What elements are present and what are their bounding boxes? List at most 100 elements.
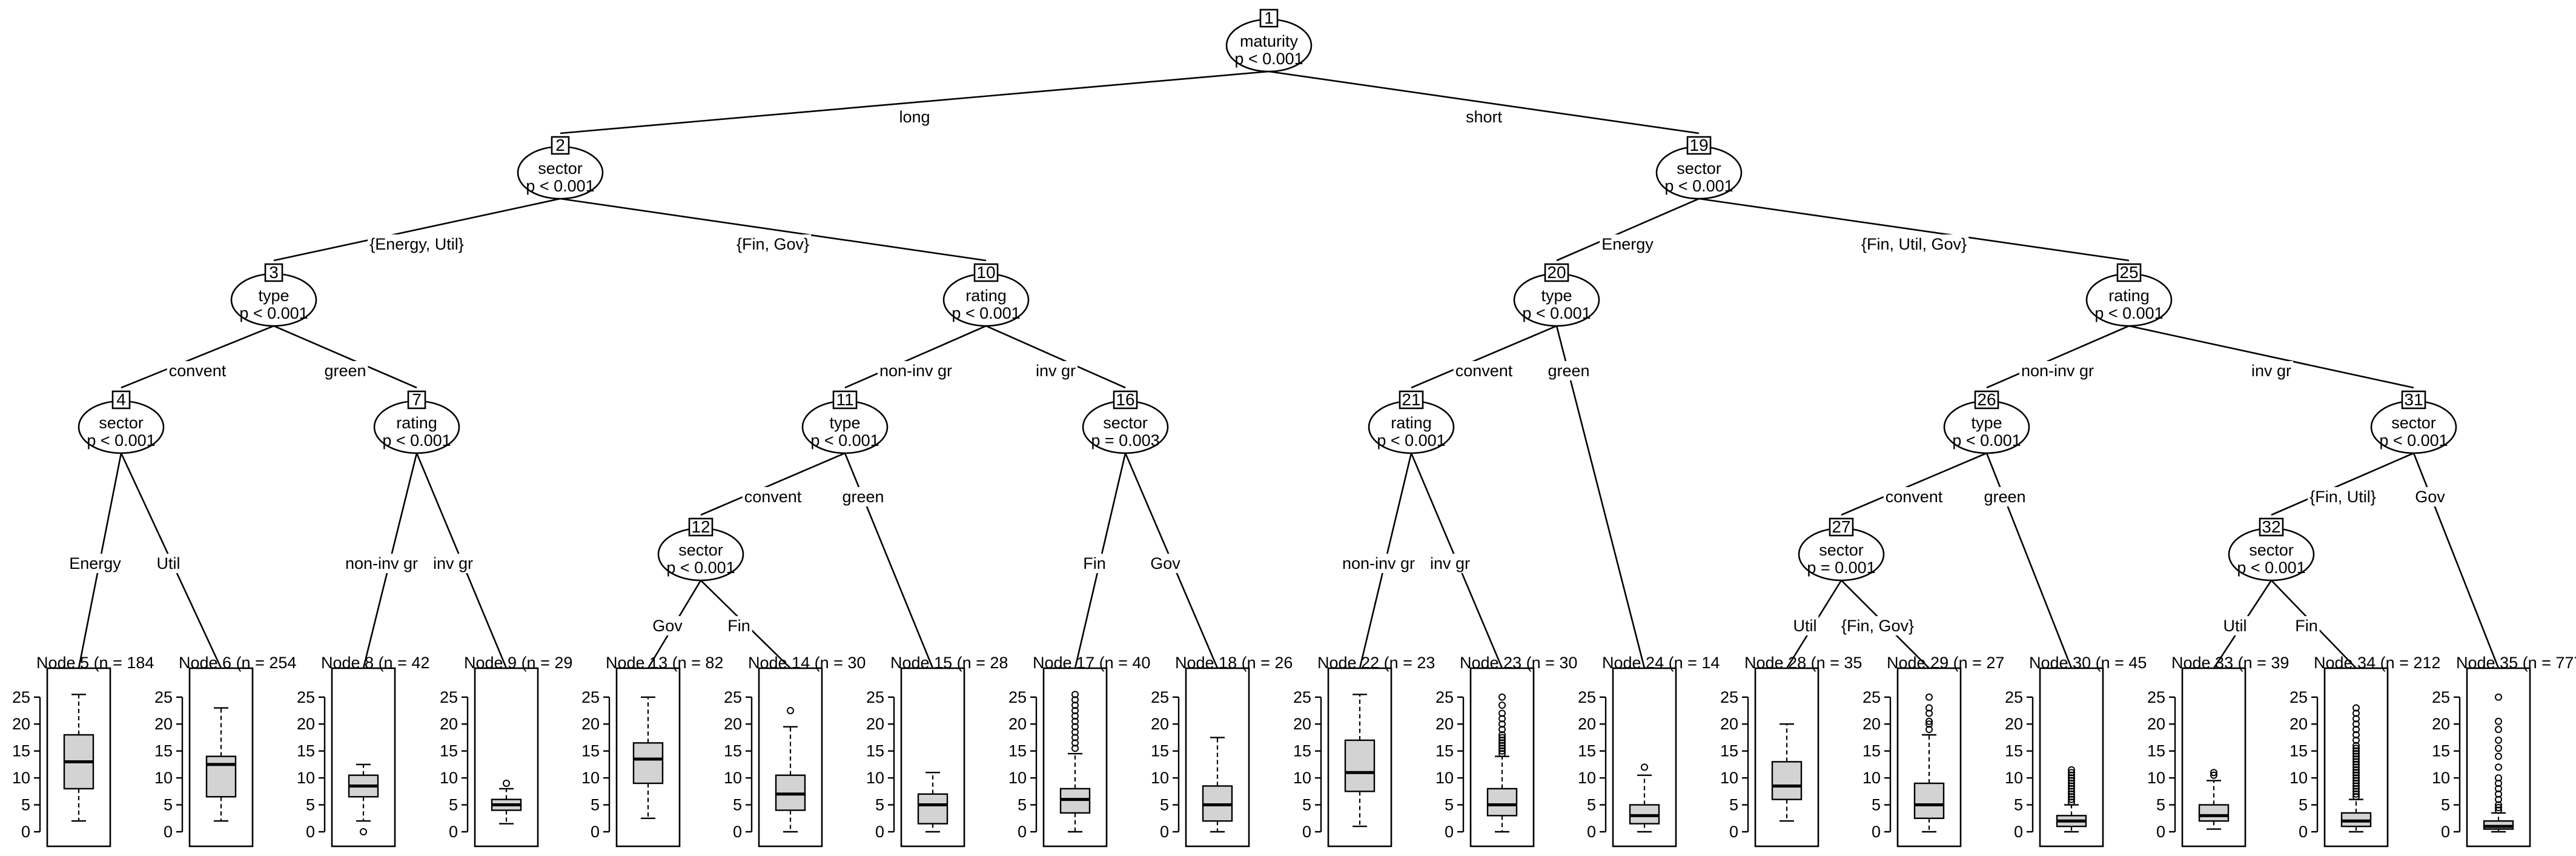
iqr-box: [1344, 739, 1376, 792]
y-tick-label: 20: [724, 715, 742, 733]
y-tick-label: 20: [866, 715, 884, 733]
outlier-point: [1925, 704, 1933, 712]
outlier-point: [2068, 788, 2075, 795]
boxplot-panel: [2181, 667, 2247, 848]
outlier-point: [2495, 745, 2502, 752]
edge-label-bg: [154, 554, 182, 573]
edge-label-bg: [1081, 554, 1108, 573]
node-p-value: p < 0.001: [1377, 431, 1445, 450]
node-id-box: [1686, 136, 1712, 155]
node-id: 1: [1264, 8, 1274, 27]
y-tick-label: 5: [1160, 796, 1169, 814]
y-tick-label: 10: [2005, 769, 2023, 787]
outlier-point: [1498, 745, 1506, 752]
outlier-point: [1071, 723, 1079, 731]
y-tick-label: 5: [306, 796, 315, 814]
node-id-box: [1113, 390, 1138, 410]
terminal-node-title: Node 29 (n = 27: [1887, 654, 2004, 672]
outlier-point: [1071, 712, 1079, 720]
boxplot-panel: [1327, 667, 1392, 848]
outlier-point: [2353, 790, 2360, 798]
y-tick-label: 0: [2014, 823, 2023, 841]
outlier-point: [1498, 742, 1506, 749]
edge-label-bg: [2413, 487, 2448, 506]
node-variable: sector: [538, 159, 583, 178]
y-tick-label: 15: [1435, 742, 1454, 760]
outlier-point: [2495, 752, 2502, 760]
y-tick-label: 15: [2147, 742, 2165, 760]
edge-label-21-23: inv gr: [1430, 554, 1470, 572]
y-tick-label: 0: [733, 823, 742, 841]
y-tick-label: 25: [1293, 688, 1311, 706]
boxplot-panel: [2466, 667, 2531, 848]
node-p-value: p < 0.001: [810, 431, 879, 450]
outlier-point: [1071, 691, 1079, 698]
node-p-value: p < 0.001: [2237, 559, 2305, 577]
iqr-box: [1771, 761, 1803, 800]
node-id-box: [1259, 8, 1279, 28]
edge-label-27-28: Util: [1793, 617, 1817, 635]
y-tick-label: 25: [12, 688, 30, 706]
y-tick-label: 5: [1302, 796, 1311, 814]
node-id: 3: [269, 263, 279, 282]
outlier-point: [1498, 720, 1506, 728]
node-id: 20: [1547, 263, 1566, 282]
terminal-node-title: Node 34 (n = 212: [2314, 654, 2440, 672]
edge-label-bg: [2249, 361, 2294, 380]
y-tick-label: 10: [1720, 769, 1738, 787]
outlier-point: [2353, 720, 2360, 728]
node-id: 11: [836, 390, 853, 409]
y-tick-label: 20: [1151, 715, 1169, 733]
edge-label-bg: [877, 361, 955, 380]
y-tick-label: 25: [297, 688, 315, 706]
edge-label-bg: [726, 616, 752, 635]
y-tick-label: 25: [866, 688, 884, 706]
outlier-point: [2495, 763, 2502, 771]
boxplot-panel: [46, 667, 111, 848]
edge-label-21-22: non-inv gr: [1342, 554, 1415, 572]
node-id: 12: [691, 517, 710, 536]
node-p-value: p = 0.003: [1091, 431, 1159, 450]
node-id: 19: [1689, 136, 1708, 154]
y-tick-label: 0: [875, 823, 884, 841]
node-variable: sector: [678, 541, 723, 559]
terminal-node-title: Node 13 (n = 82: [606, 654, 723, 672]
edge-label-bg: [1839, 616, 1916, 635]
node-p-value: p < 0.001: [239, 304, 308, 322]
y-tick-label: 20: [154, 715, 173, 733]
outlier-point: [2353, 752, 2360, 760]
y-tick-label: 5: [2299, 796, 2308, 814]
boxplot-panel: [1469, 667, 1535, 848]
y-tick-label: 25: [440, 688, 458, 706]
y-tick-label: 20: [12, 715, 30, 733]
outlier-point: [2210, 769, 2217, 777]
edge-label-16-17: Fin: [1083, 554, 1106, 572]
y-tick-label: 5: [591, 796, 600, 814]
y-tick-label: 25: [724, 688, 742, 706]
y-tick-label: 10: [2290, 769, 2308, 787]
outlier-point: [360, 828, 367, 835]
node-id-box: [407, 390, 426, 410]
y-tick-label: 0: [1729, 823, 1738, 841]
outlier-point: [2068, 771, 2075, 779]
y-tick-label: 0: [306, 823, 315, 841]
node-id-box: [2401, 390, 2426, 410]
node-variable: rating: [2108, 287, 2150, 305]
node-variable: type: [1541, 287, 1572, 305]
terminal-node-title: Node 6 (n = 254: [179, 654, 296, 672]
outlier-point: [2495, 736, 2502, 744]
outlier-point: [2068, 780, 2075, 787]
node-id: 27: [1832, 517, 1850, 536]
outlier-point: [2353, 774, 2360, 782]
edge-label-bg: [1791, 616, 1819, 635]
